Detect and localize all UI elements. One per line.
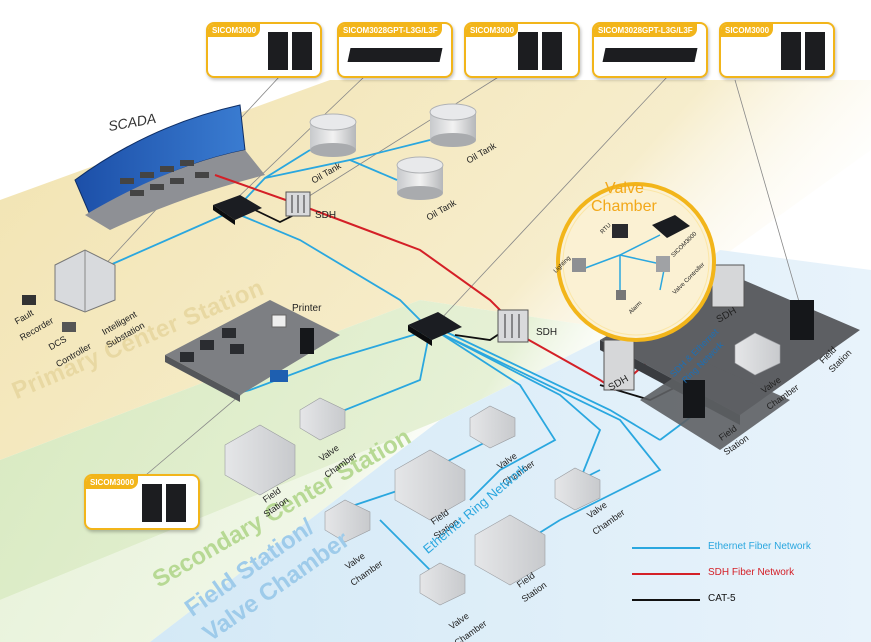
legend-sdh: SDH Fiber Network	[708, 567, 795, 578]
product-card-sicom3000-3: SICOM3000	[719, 22, 835, 78]
legend-ethernet: Ethernet Fiber Network	[708, 541, 811, 552]
switch-device-icon	[142, 484, 162, 522]
building-group	[224, 332, 781, 606]
switch-device-icon	[781, 32, 801, 70]
rack-switch-icon	[347, 48, 443, 62]
switch-device-icon	[268, 32, 288, 70]
product-card-title: SICOM3000	[86, 476, 139, 489]
switch-device-icon	[292, 32, 312, 70]
oil-tank-3	[396, 156, 444, 200]
product-card-sicom3000-4: SICOM3000	[84, 474, 200, 530]
product-card-title: SICOM3000	[721, 24, 774, 37]
product-card-sicom3000-2: SICOM3000	[464, 22, 580, 78]
product-card-title: SICOM3028GPT-L3G/L3F	[339, 24, 442, 37]
valve-chamber-inset-title-1: Valve	[605, 180, 644, 197]
product-card-sicom3000-1: SICOM3000	[206, 22, 322, 78]
oil-tank-1	[309, 113, 357, 157]
product-card-title: SICOM3000	[466, 24, 519, 37]
switch-device-icon	[542, 32, 562, 70]
oil-tank-2	[429, 103, 477, 147]
product-card-title: SICOM3028GPT-L3G/L3F	[594, 24, 697, 37]
valve-chamber-inset-title-2: Chamber	[591, 198, 657, 215]
switch-device-icon	[166, 484, 186, 522]
product-card-sicom3028-2: SICOM3028GPT-L3G/L3F	[592, 22, 708, 78]
switch-device-icon	[518, 32, 538, 70]
product-card-title: SICOM3000	[208, 24, 261, 37]
sdh-label-2: SDH	[536, 327, 558, 338]
product-card-sicom3028-1: SICOM3028GPT-L3G/L3F	[337, 22, 453, 78]
sdh-label-1: SDH	[315, 210, 337, 221]
legend-cat5: CAT-5	[708, 593, 736, 604]
printer-label: Printer	[292, 303, 322, 314]
rack-switch-icon	[602, 48, 698, 62]
switch-device-icon	[805, 32, 825, 70]
